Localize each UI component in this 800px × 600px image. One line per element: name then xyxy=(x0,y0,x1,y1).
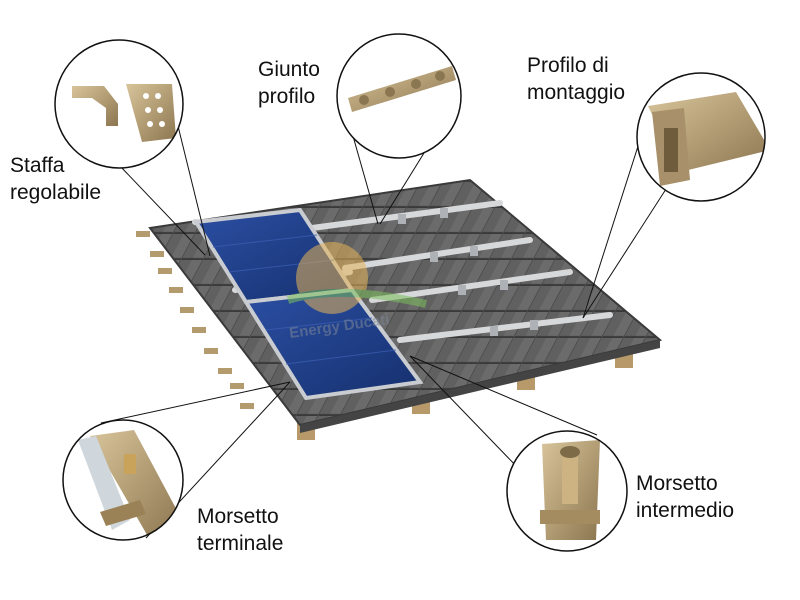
callout-profilo-montaggio xyxy=(636,72,766,202)
rail-clamps xyxy=(398,208,538,336)
roof-hooks xyxy=(136,231,254,409)
roof-front-edge xyxy=(300,340,660,433)
label-line: profilo xyxy=(258,85,316,108)
label-morsetto-intermedio: Morsetto intermedio xyxy=(636,470,734,524)
label-line: montaggio xyxy=(527,81,626,104)
label-profilo-montaggio: Profilo di montaggio xyxy=(527,52,625,106)
callout-morsetto-terminale xyxy=(62,419,184,541)
label-line: Profilo di xyxy=(527,54,609,77)
label-staffa-regolabile: Staffa regolabile xyxy=(10,152,101,206)
callout-staffa-regolabile xyxy=(54,39,184,169)
callout-morsetto-intermedio xyxy=(506,430,628,552)
label-line: Morsetto xyxy=(636,472,718,495)
label-line: Morsetto xyxy=(197,505,279,528)
label-line: terminale xyxy=(197,532,284,555)
label-line: regolabile xyxy=(10,181,102,204)
callout-lines xyxy=(100,107,669,539)
label-line: Staffa xyxy=(10,154,65,177)
label-giunto-profilo: Giunto profilo xyxy=(258,56,320,110)
callout-giunto-profilo xyxy=(336,33,462,159)
label-line: Giunto xyxy=(258,58,320,81)
label-line: intermedio xyxy=(636,499,735,522)
label-morsetto-terminale: Morsetto terminale xyxy=(197,503,283,557)
